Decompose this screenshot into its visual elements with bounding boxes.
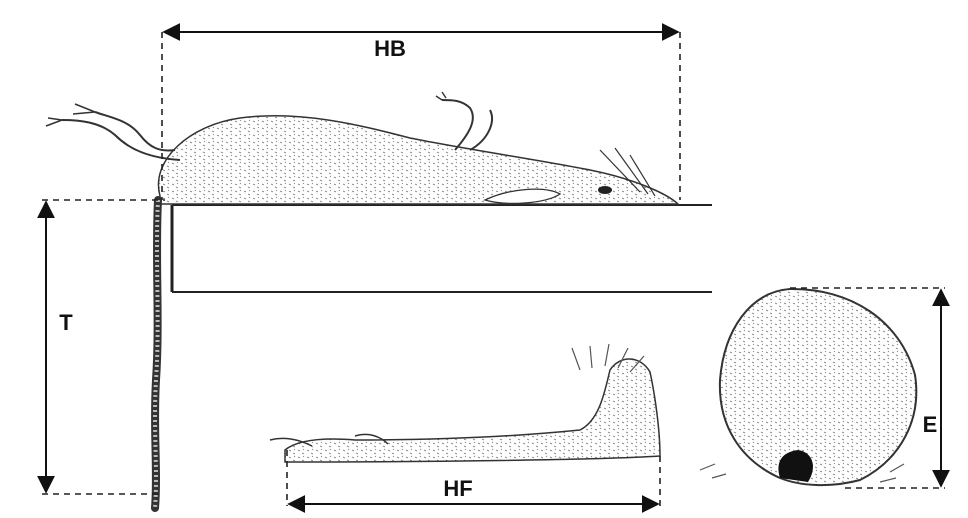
t-label: T bbox=[59, 310, 73, 335]
e-label: E bbox=[923, 412, 938, 437]
hind-foot-illustration bbox=[270, 344, 660, 462]
measuring-board bbox=[172, 205, 712, 292]
rodent-body-illustration bbox=[46, 92, 678, 204]
hf-label: HF bbox=[443, 476, 472, 501]
ear-illustration bbox=[700, 289, 916, 485]
rodent-tail-illustration bbox=[155, 200, 158, 508]
hb-label: HB bbox=[374, 36, 406, 61]
